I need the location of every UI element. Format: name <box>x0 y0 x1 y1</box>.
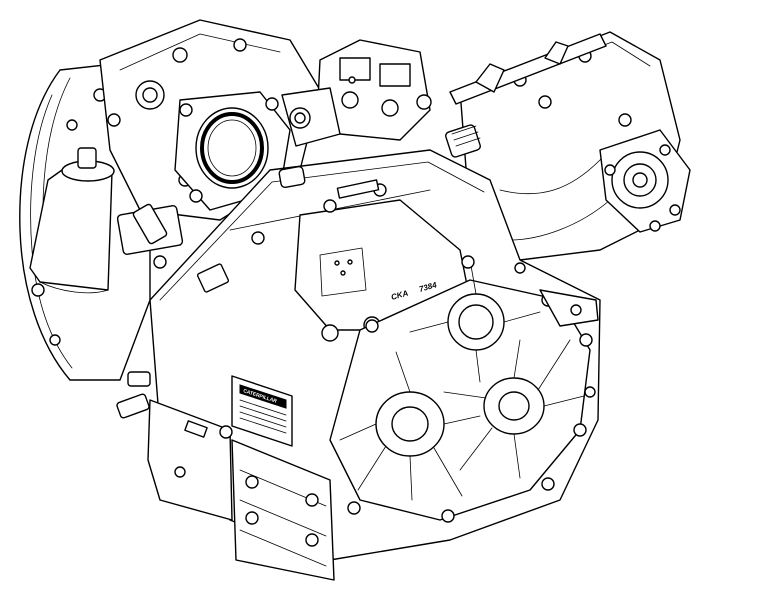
breather <box>278 165 380 199</box>
gear-cover-with-bosses <box>251 183 593 523</box>
shift-rail <box>449 33 607 105</box>
starter-motor <box>29 147 115 294</box>
right-mount <box>514 262 599 398</box>
nameplate: CATERPILLAR <box>231 375 293 447</box>
lower-side-cover <box>147 399 335 581</box>
pressure-fittings <box>116 203 230 419</box>
control-valve-block <box>281 39 432 147</box>
output-yoke <box>599 129 691 233</box>
spline-shaft <box>445 124 481 158</box>
